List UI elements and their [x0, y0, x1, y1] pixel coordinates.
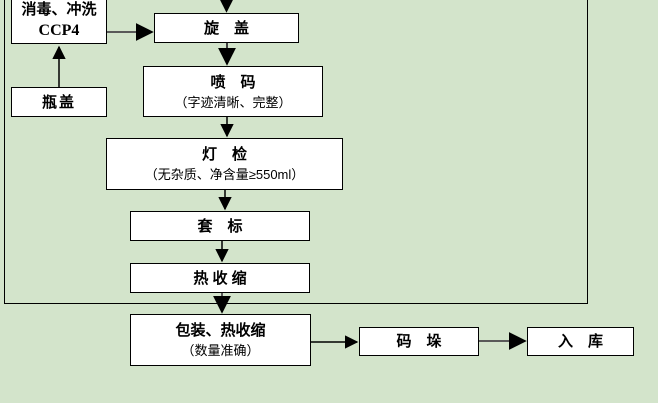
- node-sublabel: （字迹清晰、完整）: [174, 94, 292, 110]
- node-sublabel: （无杂质、净含量≥550ml）: [144, 167, 305, 182]
- node-label: 入 库: [557, 333, 603, 350]
- flow-node-disinfect-rinse-ccp4: 消毒、冲洗 CCP4: [11, 0, 107, 44]
- node-label: 码 垛: [396, 333, 442, 350]
- flow-node-palletize: 码 垛: [359, 327, 479, 356]
- flow-node-label-sleeve: 套 标: [130, 211, 310, 241]
- node-label: 灯 检: [201, 146, 247, 163]
- flow-node-bottle-cap: 瓶盖: [11, 87, 107, 117]
- flow-node-packing-heat-shrink: 包装、热收缩 （数量准确）: [130, 314, 311, 366]
- node-label: 套 标: [197, 217, 243, 235]
- node-sublabel: （数量准确）: [181, 343, 260, 358]
- node-label: 旋 盖: [203, 19, 249, 37]
- flow-node-screw-cap: 旋 盖: [154, 13, 299, 43]
- node-label: 包装、热收缩: [175, 322, 266, 339]
- flow-node-light-inspection: 灯 检 （无杂质、净含量≥550ml）: [106, 138, 343, 190]
- flow-node-code-spray: 喷 码 （字迹清晰、完整）: [143, 66, 323, 117]
- process-boundary-rect: [4, 0, 588, 304]
- node-label: 喷 码: [210, 73, 256, 91]
- node-label: 热 收 缩: [193, 269, 247, 287]
- flow-node-warehouse: 入 库: [527, 327, 634, 356]
- node-label: 消毒、冲洗: [21, 1, 97, 18]
- node-sublabel-ccp4: CCP4: [38, 22, 80, 39]
- node-label: 瓶盖: [41, 93, 76, 111]
- flow-node-heat-shrink: 热 收 缩: [130, 263, 310, 293]
